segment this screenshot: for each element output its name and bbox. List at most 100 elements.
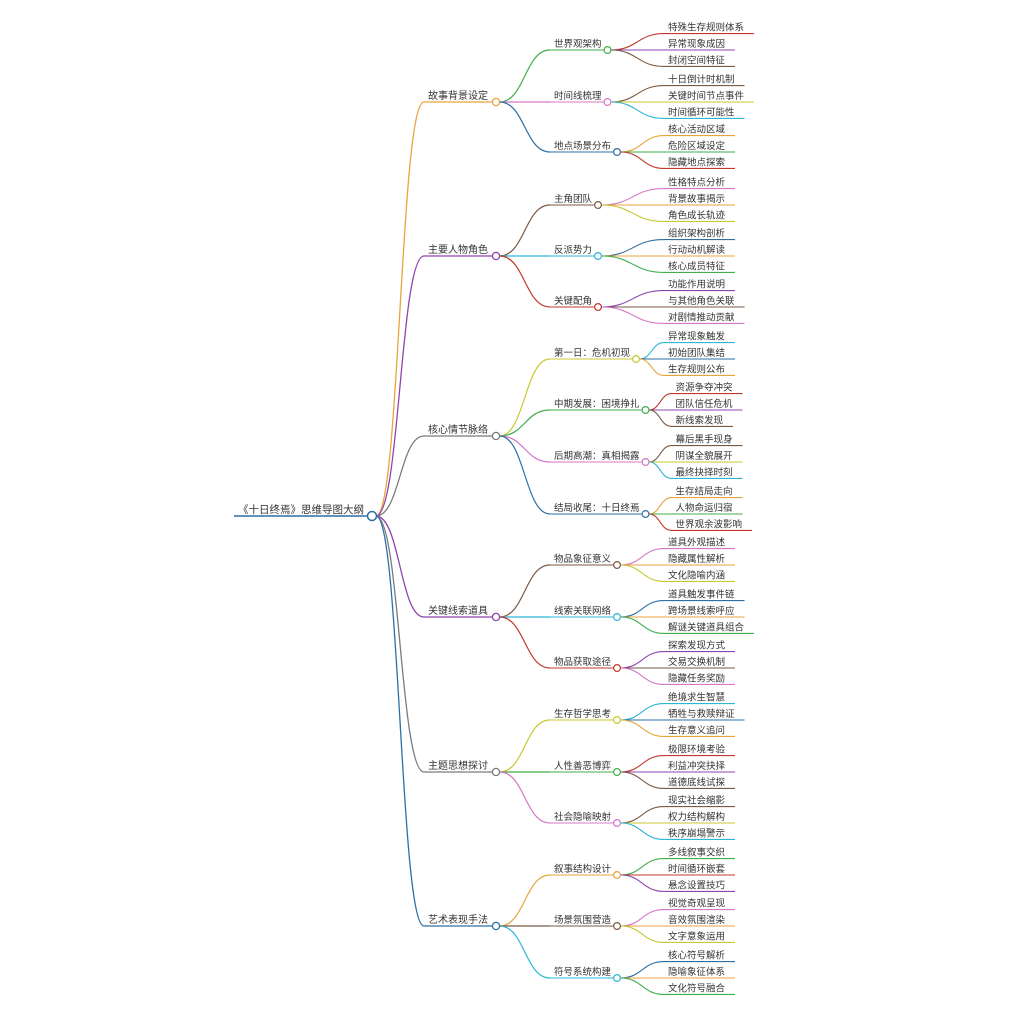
leaf-node[interactable]: 核心活动区域: [664, 124, 736, 137]
leaf-node[interactable]: 探索发现方式: [664, 640, 736, 653]
leaf-node[interactable]: 利益冲突抉择: [664, 760, 736, 773]
leaf-node[interactable]: 权力结构解构: [664, 811, 736, 824]
leaf-node[interactable]: 文化符号融合: [664, 982, 736, 995]
topic-collapse-toggle[interactable]: [641, 406, 650, 415]
leaf-node[interactable]: 性格特点分析: [664, 177, 736, 190]
leaf-node[interactable]: 生存规则公布: [664, 363, 736, 376]
leaf-node[interactable]: 核心成员特征: [664, 260, 736, 273]
topic-node[interactable]: 第一日：危机初现: [550, 347, 641, 364]
branch-collapse-toggle[interactable]: [491, 431, 501, 441]
topic-node[interactable]: 物品获取途径: [550, 656, 622, 672]
leaf-node[interactable]: 对剧情推动贡献: [664, 311, 745, 324]
leaf-node[interactable]: 封闭空间特征: [664, 54, 736, 67]
branch-node[interactable]: 关键线索道具: [424, 604, 501, 622]
topic-node[interactable]: 中期发展：困境挣扎: [550, 398, 650, 415]
leaf-node[interactable]: 异常现象触发: [664, 331, 736, 344]
topic-node[interactable]: 社会隐喻映射: [550, 811, 622, 827]
topic-collapse-toggle[interactable]: [613, 818, 622, 827]
leaf-node[interactable]: 最终抉择时刻: [671, 466, 743, 479]
topic-node[interactable]: 时间线梳理: [550, 90, 612, 106]
leaf-node[interactable]: 异常现象成因: [664, 38, 736, 51]
leaf-node[interactable]: 隐藏任务奖励: [664, 672, 736, 685]
leaf-node[interactable]: 道具外观描述: [664, 537, 736, 550]
topic-collapse-toggle[interactable]: [613, 612, 622, 621]
topic-collapse-toggle[interactable]: [603, 97, 612, 106]
topic-collapse-toggle[interactable]: [594, 252, 603, 261]
leaf-node[interactable]: 人物命运归宿: [671, 502, 743, 515]
leaf-node[interactable]: 文化隐喻内涵: [664, 569, 736, 582]
branch-node[interactable]: 核心情节脉络: [424, 423, 501, 441]
topic-node[interactable]: 物品象征意义: [550, 553, 622, 569]
branch-node[interactable]: 主题思想探讨: [424, 759, 501, 777]
leaf-node[interactable]: 隐藏地点探索: [664, 156, 736, 169]
topic-node[interactable]: 反派势力: [550, 244, 603, 261]
topic-collapse-toggle[interactable]: [632, 355, 641, 364]
topic-node[interactable]: 生存哲学思考: [550, 708, 622, 724]
topic-collapse-toggle[interactable]: [613, 767, 622, 776]
leaf-node[interactable]: 世界观余波影响: [671, 518, 753, 531]
leaf-node[interactable]: 功能作用说明: [664, 279, 736, 292]
leaf-node[interactable]: 视觉奇观呈现: [664, 898, 736, 911]
branch-collapse-toggle[interactable]: [491, 251, 501, 261]
topic-collapse-toggle[interactable]: [613, 148, 622, 157]
topic-collapse-toggle[interactable]: [641, 510, 650, 519]
leaf-node[interactable]: 秩序崩塌警示: [664, 827, 736, 840]
leaf-node[interactable]: 道具触发事件链: [664, 589, 745, 602]
leaf-node[interactable]: 组织架构剖析: [664, 228, 736, 241]
leaf-node[interactable]: 与其他角色关联: [664, 295, 745, 308]
topic-node[interactable]: 符号系统构建: [550, 966, 622, 982]
topic-collapse-toggle[interactable]: [594, 303, 603, 312]
leaf-node[interactable]: 多线叙事交织: [664, 847, 736, 860]
leaf-node[interactable]: 时间循环可能性: [664, 106, 745, 119]
branch-node[interactable]: 艺术表现手法: [424, 913, 501, 931]
leaf-node[interactable]: 隐喻象征体系: [664, 966, 736, 979]
root-collapse-toggle[interactable]: [366, 510, 378, 522]
topic-node[interactable]: 主角团队: [550, 193, 603, 210]
leaf-node[interactable]: 道德底线试探: [664, 776, 736, 789]
leaf-node[interactable]: 核心符号解析: [664, 950, 736, 963]
topic-collapse-toggle[interactable]: [641, 458, 650, 467]
leaf-node[interactable]: 跨场景线索呼应: [664, 605, 745, 618]
topic-collapse-toggle[interactable]: [613, 663, 622, 672]
topic-node[interactable]: 线索关联网络: [550, 605, 622, 621]
leaf-node[interactable]: 阴谋全貌展开: [671, 450, 743, 463]
leaf-node[interactable]: 解谜关键道具组合: [664, 621, 755, 634]
leaf-node[interactable]: 团队信任危机: [671, 398, 743, 411]
topic-node[interactable]: 场景氛围营造: [550, 914, 622, 930]
branch-node[interactable]: 故事背景设定: [424, 89, 501, 107]
leaf-node[interactable]: 时间循环嵌套: [664, 863, 736, 876]
topic-node[interactable]: 叙事结构设计: [550, 863, 622, 879]
branch-collapse-toggle[interactable]: [491, 767, 501, 777]
leaf-node[interactable]: 行动动机解读: [664, 244, 736, 257]
topic-collapse-toggle[interactable]: [613, 921, 622, 930]
leaf-node[interactable]: 幕后黑手现身: [671, 434, 743, 447]
leaf-node[interactable]: 初始团队集结: [664, 347, 736, 360]
leaf-node[interactable]: 牺牲与救赎辩证: [664, 708, 745, 721]
root-node[interactable]: 《十日终焉》思维导图大纲: [234, 503, 378, 522]
branch-collapse-toggle[interactable]: [491, 612, 501, 622]
leaf-node[interactable]: 关键时间节点事件: [664, 90, 755, 103]
leaf-node[interactable]: 新线索发现: [671, 414, 734, 427]
leaf-node[interactable]: 隐藏属性解析: [664, 553, 736, 566]
leaf-node[interactable]: 音效氛围渲染: [664, 914, 736, 927]
leaf-node[interactable]: 生存意义追问: [664, 724, 736, 737]
branch-node[interactable]: 主要人物角色: [424, 243, 501, 261]
leaf-node[interactable]: 特殊生存规则体系: [664, 22, 755, 35]
topic-collapse-toggle[interactable]: [613, 973, 622, 982]
leaf-node[interactable]: 背景故事揭示: [664, 193, 736, 206]
leaf-node[interactable]: 角色成长轨迹: [664, 209, 736, 222]
topic-node[interactable]: 结局收尾：十日终焉: [550, 502, 650, 519]
leaf-node[interactable]: 悬念设置技巧: [664, 879, 736, 892]
branch-collapse-toggle[interactable]: [491, 97, 501, 107]
leaf-node[interactable]: 绝境求生智慧: [664, 692, 736, 705]
leaf-node[interactable]: 交易交换机制: [664, 656, 736, 669]
topic-node[interactable]: 世界观架构: [550, 38, 612, 54]
topic-collapse-toggle[interactable]: [603, 45, 612, 54]
leaf-node[interactable]: 文字意象运用: [664, 930, 736, 943]
topic-node[interactable]: 关键配角: [550, 295, 603, 312]
leaf-node[interactable]: 资源争夺冲突: [671, 382, 743, 395]
topic-collapse-toggle[interactable]: [613, 870, 622, 879]
topic-collapse-toggle[interactable]: [594, 201, 603, 210]
branch-collapse-toggle[interactable]: [491, 921, 501, 931]
topic-node[interactable]: 人性善恶博弈: [550, 760, 622, 776]
